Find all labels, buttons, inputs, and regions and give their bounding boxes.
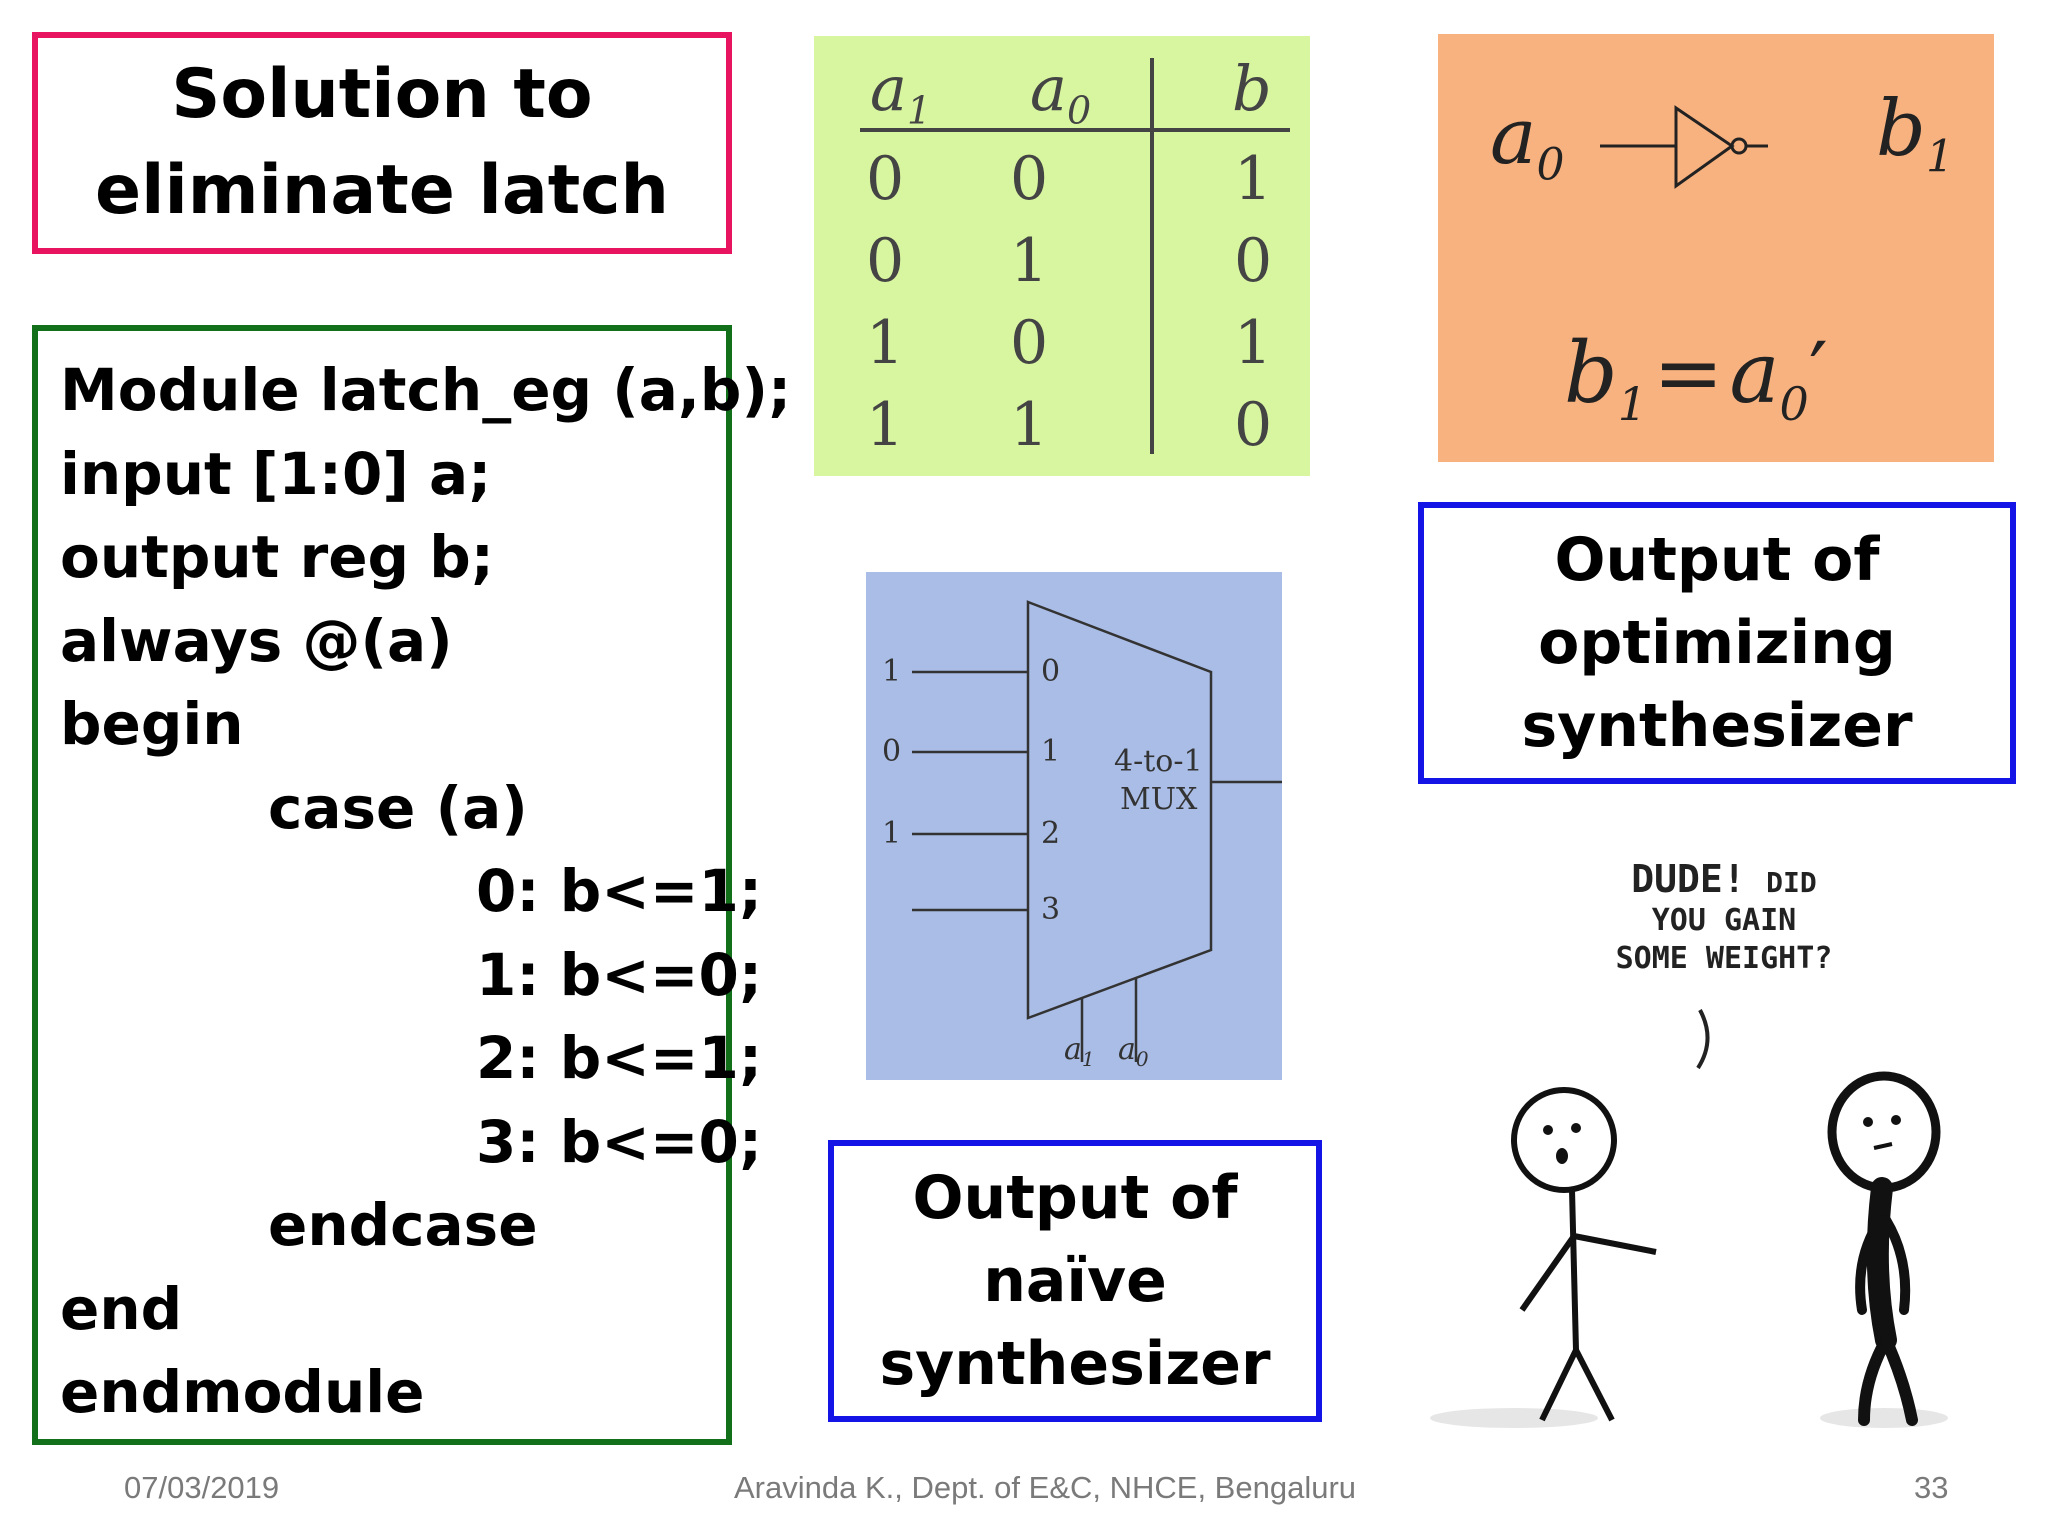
mux-drawing (912, 600, 1282, 1062)
naive-synthesizer-caption: Output of naïve synthesizer (828, 1140, 1322, 1422)
code-line: endcase (268, 1191, 538, 1259)
footer-date: 07/03/2019 (124, 1470, 280, 1505)
optimizing-synthesizer-caption: Output of optimizing synthesizer (1418, 502, 2016, 784)
right-figure-body (1866, 1177, 1897, 1351)
mux-label-line-2: MUX (1120, 782, 1198, 817)
left-figure-head (1511, 1087, 1617, 1193)
code-line: 2: b<=1; (476, 1024, 763, 1092)
mux-diagram: 1 0 1 0 1 2 3 4-to-1 MUX a1 a0 (866, 572, 1282, 1080)
code-line: endmodule (60, 1358, 425, 1426)
verilog-code-block: Module latch_eg (a,b); input [1:0] a; outp… (32, 325, 792, 1445)
mux-body (1026, 600, 1213, 1020)
slide-title-line-2: eliminate latch (95, 151, 669, 230)
code-line: 3: b<=0; (476, 1107, 763, 1176)
truth-table-header-a0: a0 (1030, 52, 1092, 133)
opt-caption-line-1: Output of (1554, 524, 1880, 595)
mux-input-value-2: 1 (882, 816, 902, 851)
gate-triangle (1674, 105, 1735, 189)
truth-table-header-a1: a1 (870, 52, 932, 133)
code-line: always @(a) (60, 606, 453, 675)
code-line: input [1:0] a; (60, 439, 492, 508)
gate-input-label: a0 (1490, 92, 1565, 191)
left-figure-leg (1573, 1348, 1615, 1422)
truth-table-cell: 0 (1234, 390, 1273, 460)
mux-select-a0: a0 (1118, 1032, 1149, 1071)
shadow-right (1820, 1408, 1948, 1428)
slide-title: Solution to eliminate latch (32, 32, 732, 254)
truth-table-cell: 0 (866, 226, 905, 296)
truth-table: a1 a0 b 0 0 1 0 1 0 1 0 1 1 1 0 (814, 36, 1310, 476)
right-figure-eye (1863, 1117, 1873, 1127)
right-figure-leg (1880, 1334, 1918, 1426)
truth-table-cell: 1 (1010, 226, 1049, 296)
truth-table-cell: 1 (866, 390, 905, 460)
mux-pin-0: 0 (1041, 654, 1061, 689)
naive-caption-line-1: Output of (912, 1162, 1238, 1233)
naive-caption-line-3: synthesizer (879, 1328, 1271, 1399)
left-figure-arm (1573, 1233, 1657, 1255)
truth-table-column-rule (1150, 58, 1154, 454)
truth-table-cell: 1 (1010, 390, 1049, 460)
not-gate-diagram: a0 b1 b1=a0′ (1438, 34, 1994, 462)
code-line: 1: b<=0; (476, 940, 763, 1009)
right-figure-arm (1855, 1215, 1885, 1315)
code-line: Module latch_eg (a,b); (60, 356, 792, 424)
slide-title-line-1: Solution to (171, 55, 593, 134)
truth-table-cell: 1 (866, 308, 905, 378)
stick-figure-comic: DUDE! DID YOU GAIN SOME WEIGHT? (1424, 840, 2024, 1440)
left-figure-leg (1539, 1348, 1579, 1422)
truth-table-cell: 0 (1234, 226, 1273, 296)
gate-output-label: b1 (1876, 84, 1954, 183)
truth-table-cell: 0 (1010, 308, 1049, 378)
code-line: 0: b<=1; (476, 857, 763, 925)
mux-input-value-1: 0 (882, 734, 902, 769)
code-line: case (a) (268, 773, 528, 842)
shadow-left (1430, 1408, 1598, 1428)
mux-pin-3: 3 (1041, 892, 1061, 927)
left-figure-eye (1571, 1123, 1581, 1133)
right-figure-mouth (1873, 1142, 1893, 1150)
right-figure-eye (1891, 1115, 1901, 1125)
opt-caption-line-2: optimizing (1538, 607, 1896, 678)
right-figure-head (1827, 1071, 1941, 1193)
mux-input-value-0: 1 (882, 654, 902, 689)
truth-table-cell: 0 (866, 144, 905, 214)
truth-table-cell: 0 (1010, 144, 1049, 214)
mux-pin-1: 1 (1041, 734, 1061, 769)
footer-page-number: 33 (1914, 1470, 1949, 1505)
truth-table-header-b: b (1232, 52, 1272, 125)
speech-tail (1696, 1009, 1710, 1070)
left-figure-mouth (1556, 1148, 1568, 1164)
left-figure-eye (1543, 1125, 1553, 1135)
mux-pin-2: 2 (1041, 816, 1061, 851)
code-line: begin (60, 690, 244, 758)
code-line: output reg b; (60, 523, 494, 591)
right-figure-leg (1858, 1334, 1892, 1426)
mux-label-line-1: 4-to-1 (1114, 744, 1203, 779)
truth-table-cell: 1 (1234, 144, 1273, 214)
opt-caption-line-3: synthesizer (1521, 690, 1913, 761)
comic-speech-text: DUDE! DID YOU GAIN SOME WEIGHT? (1615, 857, 1833, 976)
truth-table-cell: 1 (1234, 308, 1273, 378)
right-figure-arm (1881, 1215, 1911, 1315)
naive-caption-line-2: naïve (983, 1245, 1167, 1316)
code-line: end (60, 1274, 183, 1343)
not-gate-drawing (1600, 105, 1768, 189)
comic-drawing (1430, 1009, 1948, 1428)
mux-select-a1: a1 (1064, 1032, 1095, 1071)
footer-author: Aravinda K., Dept. of E&C, NHCE, Bengalu… (734, 1470, 1357, 1505)
truth-table-header-rule (860, 128, 1290, 132)
left-figure-body (1569, 1189, 1579, 1351)
left-figure-arm (1519, 1234, 1577, 1312)
gate-equation: b1=a0′ (1564, 324, 1828, 431)
